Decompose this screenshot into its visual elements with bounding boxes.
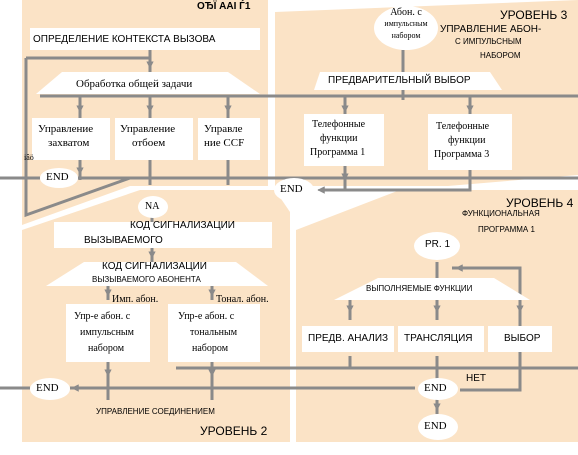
level2-end-oval: END: [30, 378, 70, 400]
capture-control-line1: Управление: [38, 123, 94, 135]
program1-line3: Программа 1: [310, 147, 366, 158]
program1-line2: функции: [320, 133, 358, 144]
pulse-subscriber-oval: Абон. с импульсным набором: [374, 6, 438, 50]
level3-mgmt-line2: С ИМПУЛЬСНЫМ: [455, 37, 522, 46]
program3-line2: функции: [448, 135, 486, 146]
level3-end-label: END: [280, 183, 303, 195]
pr1-label: PR. 1: [425, 239, 451, 250]
pulse-box-line3: набором: [88, 343, 125, 354]
level3-mgmt-line1: УПРАВЛЕНИЕ АБОН-: [440, 24, 542, 35]
executed-functions-trapezoid: [334, 278, 530, 300]
pulse-box-line1: Упр-е абон. с: [74, 311, 131, 322]
preselect-label: ПРЕДВАРИТЕЛЬНЫЙ ВЫБОР: [328, 75, 471, 86]
analysis-label: ПРЕДВ. АНАЛИЗ: [308, 333, 389, 344]
called-code-line1: КОД СИГНАЛИЗАЦИИ: [130, 220, 235, 231]
na-label: NA: [145, 201, 160, 212]
level2-end-label: END: [36, 382, 59, 394]
program3-line3: Программа 3: [434, 149, 490, 160]
level2-panel: [22, 190, 290, 442]
pulse-subscriber-line3: набором: [391, 31, 421, 40]
capture-control-box: Управление захватом: [32, 118, 110, 160]
level4-end2-oval: END: [418, 414, 458, 440]
common-task-trapezoid: [36, 72, 260, 94]
level4-title: УРОВЕНЬ 4: [506, 196, 574, 210]
program3-box: Телефонные функции Программа 3: [428, 114, 512, 170]
small-mark: іâö: [24, 153, 34, 162]
analysis-box: ПРЕДВ. АНАЛИЗ: [302, 326, 394, 352]
program1-box: Телефонные функции Программа 1: [304, 114, 384, 166]
ccf-control-line1: Управле: [204, 123, 243, 135]
na-oval: NA: [138, 196, 168, 218]
arrowheads: [71, 61, 524, 411]
level4-end1-label: END: [424, 382, 447, 394]
ccf-control-box: Управле ние CCF: [198, 118, 260, 160]
program3-line1: Телефонные: [436, 121, 490, 132]
level1-end-oval: END: [40, 168, 78, 188]
no-label: НЕТ: [466, 373, 486, 384]
pulse-box-line2: импульсным: [80, 327, 134, 338]
level2-title: УРОВЕНЬ 2: [200, 424, 268, 438]
context-definition-box: ОПРЕДЕЛЕНИЕ КОНТЕКСТА ВЫЗОВА: [30, 28, 260, 50]
translation-label: ТРАНСЛЯЦИЯ: [404, 333, 473, 344]
level4-end2-label: END: [424, 420, 447, 432]
release-control-line2: отбоем: [132, 137, 166, 149]
pulse-subscriber-line1: Абон. с: [390, 7, 422, 18]
tone-branch-label: Тонал. абон.: [216, 294, 269, 305]
tone-subscriber-box: Упр-е абон. с тональным набором: [168, 304, 260, 362]
pulse-subscriber-line2: импульсным: [384, 19, 428, 28]
functional-program-line2: ПРОГРАММА 1: [478, 225, 535, 234]
tone-box-line1: Упр-е абон. с: [178, 311, 235, 322]
level3-mgmt-line3: НАБОРОМ: [480, 51, 521, 60]
header-code: ОЂЇ ААІ Ѓ1: [197, 1, 251, 12]
common-task-label: Обработка общей задачи: [76, 78, 193, 90]
release-control-box: Управление отбоем: [115, 118, 193, 160]
capture-control-line2: захватом: [48, 137, 90, 149]
choice-label: ВЫБОР: [504, 333, 541, 344]
signal-code-line2: ВЫЗЫВАЕМОГО АБОНЕНТА: [92, 275, 201, 284]
tone-box-line3: набором: [192, 343, 229, 354]
pr1-oval: PR. 1: [414, 232, 460, 260]
executed-functions-label: ВЫПОЛНЯЕМЫЕ ФУНКЦИИ: [366, 284, 473, 293]
release-control-line1: Управление: [120, 123, 176, 135]
pulse-branch-label: Имп. абон.: [112, 294, 159, 305]
level3-end-oval: END: [274, 178, 314, 202]
called-code-line2: ВЫЗЫВАЕМОГО: [84, 235, 163, 246]
code-signal-trapezoid: [46, 262, 268, 286]
choice-box: ВЫБОР: [488, 326, 552, 352]
signal-code-line1: КОД СИГНАЛИЗАЦИИ: [102, 261, 207, 272]
context-definition-label: ОПРЕДЕЛЕНИЕ КОНТЕКСТА ВЫЗОВА: [33, 34, 216, 45]
level4-end1-oval: END: [418, 378, 458, 400]
functional-program-line1: ФУНКЦИОНАЛЬНАЯ: [462, 209, 540, 218]
tone-box-line2: тональным: [190, 327, 238, 338]
connection-management-label: УПРАВЛЕНИЕ СОЕДИНЕНИЕМ: [96, 407, 215, 416]
pulse-subscriber-box: Упр-е абон. с импульсным набором: [66, 304, 150, 362]
program1-line1: Телефонные: [312, 119, 366, 130]
translation-box: ТРАНСЛЯЦИЯ: [398, 326, 484, 352]
ccf-control-line2: ние CCF: [204, 137, 245, 149]
preselect-trapezoid: [314, 72, 502, 90]
called-code-box: КОД СИГНАЛИЗАЦИИ ВЫЗЫВАЕМОГО: [54, 220, 272, 248]
level3-title: УРОВЕНЬ 3: [500, 8, 568, 22]
level1-end-label: END: [46, 171, 69, 183]
